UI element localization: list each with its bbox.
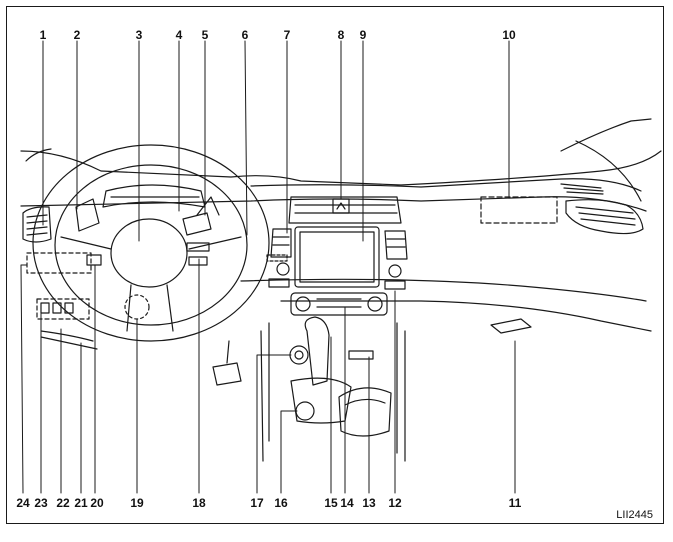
dashboard-line-art [20, 40, 662, 494]
callout-4: 4 [175, 28, 183, 42]
callout-15: 15 [324, 496, 338, 510]
figure-reference-code: LII2445 [616, 509, 653, 521]
center-console [260, 316, 406, 462]
callout-5: 5 [201, 28, 209, 42]
dashboard-outline [20, 118, 662, 332]
callout-17: 17 [250, 496, 264, 510]
callout-20: 20 [90, 496, 104, 510]
callout-24: 24 [16, 496, 30, 510]
callout-7: 7 [283, 28, 291, 42]
pedals [212, 340, 242, 386]
callout-3: 3 [135, 28, 143, 42]
diagram-frame: 1 2 3 4 5 6 7 8 9 10 24 23 22 21 20 19 1… [6, 6, 664, 524]
callout-6: 6 [241, 28, 249, 42]
callout-11: 11 [508, 496, 522, 510]
left-air-vent [22, 206, 52, 243]
center-stack [266, 196, 408, 316]
right-air-vent [560, 183, 644, 235]
callout-18: 18 [192, 496, 206, 510]
callout-12: 12 [388, 496, 402, 510]
left-switch-panels [26, 252, 102, 350]
callout-2: 2 [73, 28, 81, 42]
callout-8: 8 [337, 28, 345, 42]
callout-22: 22 [56, 496, 70, 510]
callout-21: 21 [74, 496, 88, 510]
callout-9: 9 [359, 28, 367, 42]
callout-23: 23 [34, 496, 48, 510]
steering-wheel [32, 144, 270, 342]
leader-lines [20, 40, 516, 494]
glove-box [490, 318, 532, 334]
callout-14: 14 [340, 496, 354, 510]
callout-16: 16 [274, 496, 288, 510]
callout-10: 10 [502, 28, 516, 42]
callout-19: 19 [130, 496, 144, 510]
callout-13: 13 [362, 496, 376, 510]
passenger-airbag-area [480, 196, 558, 224]
callout-1: 1 [39, 28, 47, 42]
